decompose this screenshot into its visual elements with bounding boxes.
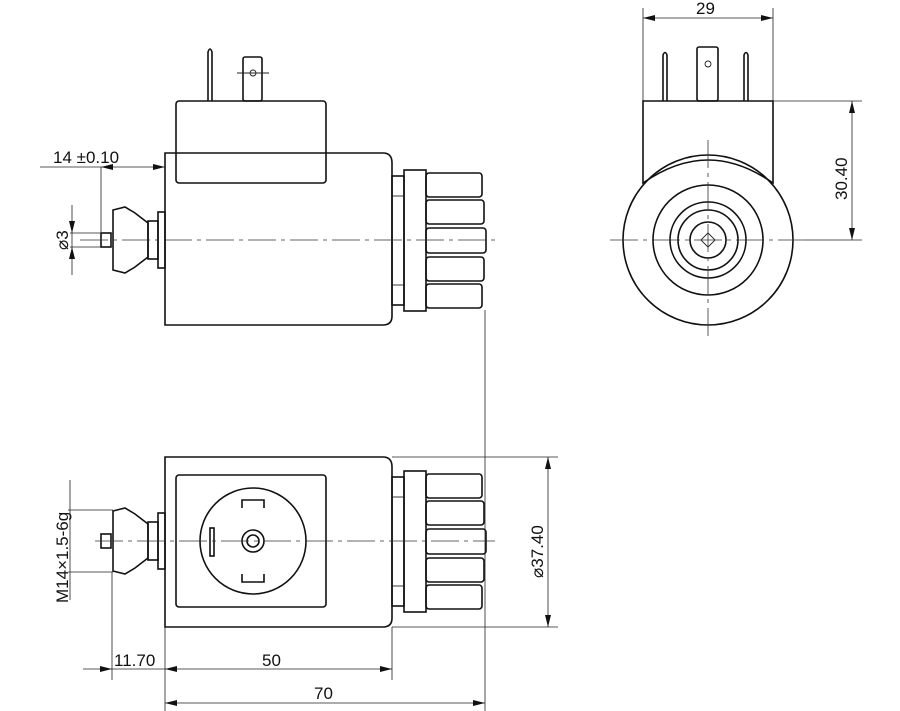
side-view: 14 ±0.10 ⌀3	[40, 48, 495, 326]
dim-rod-diameter-label: ⌀3	[53, 230, 72, 250]
terminal-pins	[207, 48, 269, 102]
dim-rod-diameter: ⌀3	[53, 205, 101, 275]
dim-width-label: 29	[696, 0, 715, 18]
top-view: M14×1.5-6g ⌀37.40 11.70 50 70	[53, 310, 558, 711]
coil-body	[164, 152, 393, 326]
dim-lengths: 11.70 50 70	[83, 310, 486, 711]
dim-height-label: 30.40	[832, 157, 851, 200]
dim-height: 30.40	[773, 100, 862, 241]
dim-offset-label: 11.70	[114, 651, 155, 670]
dim-stroke-label: 14 ±0.10	[53, 148, 119, 167]
end-view: 29 30.40	[610, 0, 862, 338]
nut	[391, 169, 487, 312]
connector-housing	[175, 100, 327, 184]
dim-width: 29	[642, 0, 774, 101]
dim-thread-label: M14×1.5-6g	[53, 512, 72, 603]
dim-stroke: 14 ±0.10	[40, 148, 165, 232]
dim-overall-length-label: 70	[314, 684, 333, 703]
nut-bottom	[391, 470, 487, 613]
dim-body-length-label: 50	[262, 651, 281, 670]
dim-nut-diameter-label: ⌀37.40	[528, 525, 547, 578]
dim-thread: M14×1.5-6g	[53, 480, 113, 603]
dim-nut-diameter: ⌀37.40	[392, 456, 558, 628]
